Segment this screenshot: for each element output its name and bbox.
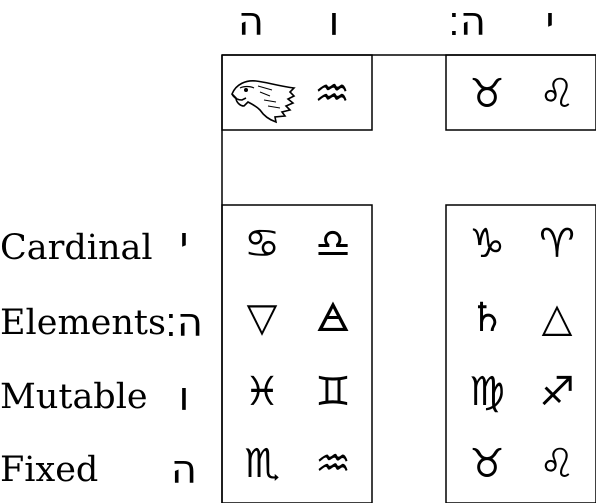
water-element-symbol: ▽ [246,295,278,341]
row-letter-cardinal: י [179,219,189,265]
air-element-symbol: 🜁 [315,295,351,341]
capricorn-symbol: ♑ [469,221,505,267]
taurus-symbol: ♉ [469,441,505,487]
aquarius-symbol: ♒ [315,441,351,487]
aries-symbol: ♈ [539,221,575,267]
row-letter-mutable: ו [178,374,190,420]
fire-element-symbol: △ [541,295,573,341]
aquarius-symbol-top: ♒ [314,71,350,117]
scorpio-symbol: ♏ [244,441,280,487]
row-label-cardinal: Cardinal [0,228,153,268]
pisces-symbol: ♓ [244,369,280,415]
top-letter-col4: י [545,0,555,45]
row-letter-elements: ה׃ [165,300,203,346]
leo-symbol-top: ♌ [539,71,575,117]
sagittarius-symbol: ♐ [539,369,575,415]
row-label-fixed: Fixed [0,450,99,490]
eagle-icon [231,80,296,124]
top-letter-col2: ו [328,0,340,45]
virgo-symbol: ♍ [469,369,505,415]
cancer-symbol: ♋ [244,221,280,267]
leo-symbol: ♌ [539,441,575,487]
row-label-elements: Elements [0,303,166,343]
row-letter-fixed: ה [170,447,198,493]
row-label-mutable: Mutable [0,377,148,417]
gemini-symbol: ♊ [315,369,351,415]
taurus-symbol-top: ♉ [469,71,505,117]
top-letter-col3: ה׃ [448,0,486,45]
top-letter-col1: ה [237,0,265,45]
libra-symbol: ♎ [315,221,351,267]
saturn-symbol: ♄ [469,295,505,341]
